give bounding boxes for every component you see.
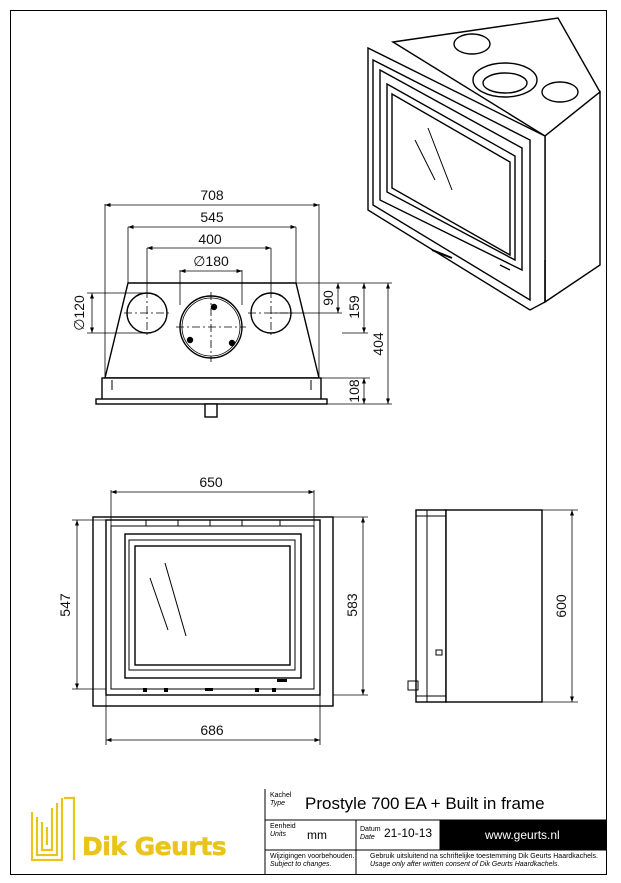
units-label-nl: Eenheid <box>270 823 296 830</box>
date-label: Datum Date <box>360 826 381 842</box>
changes-note-en: Subject to changes. <box>270 861 332 868</box>
logo-text: Dik Geurts <box>82 832 227 862</box>
type-label: Kachel Type <box>270 792 291 808</box>
side-view <box>407 509 543 703</box>
date-label-nl: Datum <box>360 826 381 833</box>
product-name: Prostyle 700 EA + Built in frame <box>305 794 545 813</box>
dim-650: 650 <box>199 474 223 490</box>
isometric-view <box>367 17 601 311</box>
drawing-frame <box>10 10 607 875</box>
dim-400: 400 <box>198 231 222 247</box>
dim-547: 547 <box>57 593 73 617</box>
top-view <box>95 282 328 418</box>
usage-note-en: Usage only after written consent of Dik … <box>370 861 560 868</box>
dim-545: 545 <box>200 209 224 225</box>
dim-600: 600 <box>553 594 569 618</box>
changes-note: Wijzigingen voorbehouden. Subject to cha… <box>270 853 354 869</box>
type-label-nl: Kachel <box>270 792 292 799</box>
dim-dia-180: ∅180 <box>193 253 229 269</box>
dim-708: 708 <box>200 187 224 203</box>
usage-note: Gebruik uitsluitend na schriftelijke toe… <box>370 853 598 869</box>
type-label-en: Type <box>270 800 286 807</box>
front-view-dimensions <box>72 490 368 745</box>
units-label: Eenheid Units <box>270 823 296 839</box>
top-view-dimensions <box>87 203 392 405</box>
dim-90: 90 <box>320 290 336 306</box>
website[interactable]: www.geurts.nl <box>485 828 560 842</box>
dim-108: 108 <box>346 379 362 403</box>
dim-686: 686 <box>200 722 224 738</box>
units-label-en: Units <box>270 831 286 838</box>
website-bar <box>440 820 607 850</box>
dim-dia-120: ∅120 <box>71 295 87 331</box>
front-view-dim-labels: 650 686 547 583 <box>57 474 360 738</box>
top-view-dim-labels: 708 545 400 ∅180 ∅120 90 159 404 108 <box>71 187 386 403</box>
changes-note-nl: Wijzigingen voorbehouden. <box>270 853 355 860</box>
units-value: mm <box>307 828 327 842</box>
dim-583: 583 <box>344 593 360 617</box>
dim-404: 404 <box>370 332 386 356</box>
logo-mark <box>30 796 76 862</box>
front-view <box>92 516 334 707</box>
usage-note-nl: Gebruik uitsluitend na schriftelijke toe… <box>370 853 598 860</box>
date-value: 21-10-13 <box>384 826 433 840</box>
dim-159: 159 <box>346 295 362 319</box>
date-label-en: Date <box>360 834 375 841</box>
side-view-dimensions <box>542 509 578 703</box>
